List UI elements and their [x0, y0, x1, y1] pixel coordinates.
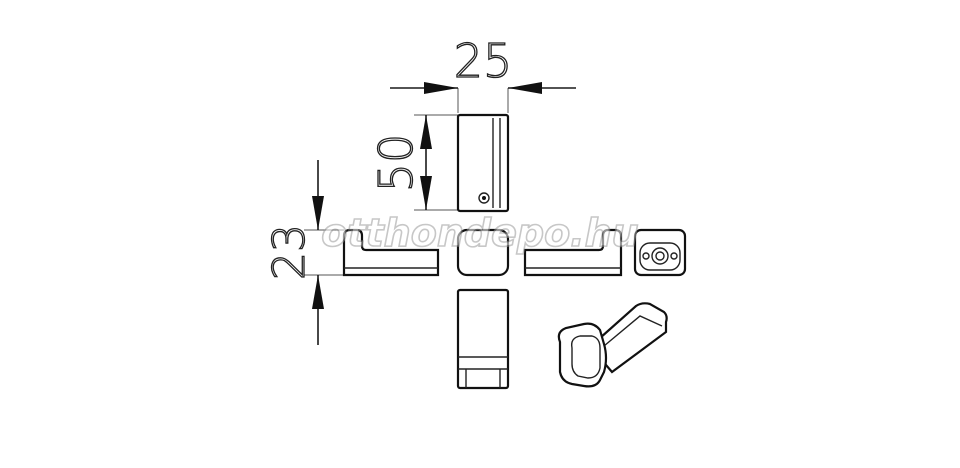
top-view-screw-hole [478, 192, 490, 204]
top-view-body [456, 113, 510, 213]
depth-label: 23 [264, 224, 315, 280]
back-view-center-hole [655, 251, 665, 261]
isometric-front-plate [557, 322, 608, 388]
isometric-front-face [570, 335, 601, 379]
depth-dimension: 23 [263, 160, 344, 345]
height-arrow-bottom [420, 176, 432, 210]
height-label: 50 [369, 134, 423, 193]
top-view-screw-dot [482, 196, 486, 200]
depth-arrow-top [312, 196, 324, 230]
width-label: 25 [454, 34, 513, 88]
back-view-inner-plate [639, 242, 681, 271]
height-dimension: 50 [368, 114, 458, 211]
width-arrow-left [424, 82, 458, 94]
right-side-view [523, 228, 623, 277]
isometric-arm-edge [603, 315, 663, 347]
right-side-body [523, 228, 623, 277]
width-dimension: 25 [390, 33, 576, 113]
watermark-text: otthondepo.hu [321, 211, 638, 255]
back-view-left-hole [642, 252, 650, 260]
isometric-arm [598, 302, 668, 374]
left-side-body [342, 228, 440, 277]
left-side-view [342, 228, 440, 277]
back-view-right-hole [670, 252, 678, 260]
isometric-view [557, 302, 668, 388]
width-arrow-right [508, 82, 542, 94]
back-view-center-ring [651, 247, 669, 265]
back-view [633, 228, 687, 277]
top-view [456, 113, 510, 213]
depth-arrow-bottom [312, 275, 324, 309]
height-arrow-top [420, 115, 432, 149]
center-view [456, 228, 510, 277]
bottom-view-body [456, 288, 510, 390]
center-view-body [456, 228, 510, 277]
bottom-view [456, 288, 510, 390]
